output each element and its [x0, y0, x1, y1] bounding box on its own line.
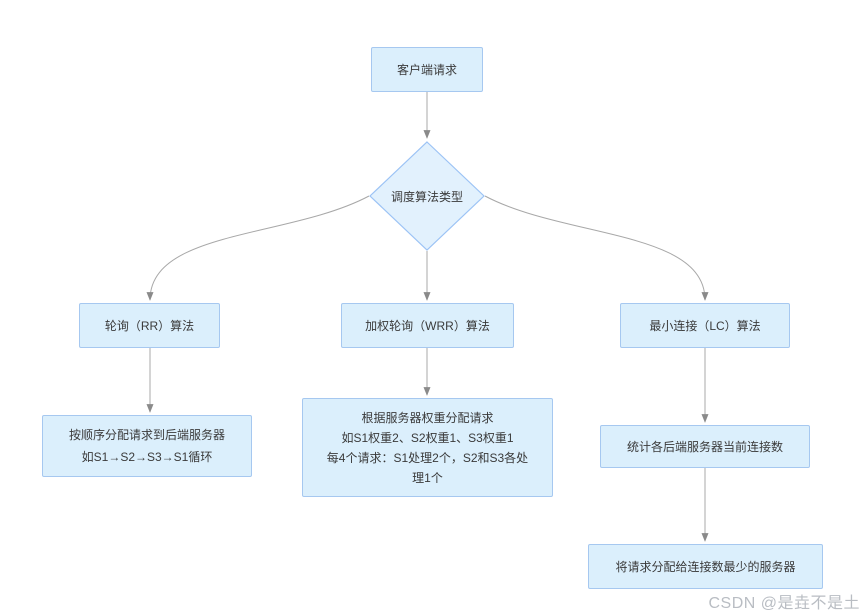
node-text-line: 如S1权重2、S2权重1、S3权重1: [341, 430, 514, 445]
node-label: 加权轮询（WRR）算法: [365, 318, 490, 333]
node-rr-detail: 按顺序分配请求到后端服务器 如S1→S2→S3→S1循环: [42, 415, 252, 477]
diamond-shape-icon: [369, 141, 485, 251]
node-label: 将请求分配给连接数最少的服务器: [615, 559, 796, 574]
node-lc-algorithm: 最小连接（LC）算法: [620, 303, 790, 348]
node-text-line: 理1个: [412, 470, 443, 485]
node-wrr-detail: 根据服务器权重分配请求 如S1权重2、S2权重1、S3权重1 每4个请求：S1处…: [302, 398, 553, 497]
connector-decision-to-lc: [484, 195, 709, 301]
node-client-request: 客户端请求: [371, 47, 483, 92]
connector-decision-to-rr: [146, 195, 370, 301]
node-decision: 调度算法类型: [369, 141, 485, 251]
node-label: 客户端请求: [396, 62, 457, 77]
node-lc-detail-1: 统计各后端服务器当前连接数: [600, 425, 810, 468]
node-text-line: 按顺序分配请求到后端服务器: [68, 428, 225, 442]
watermark: CSDN @是垚不是土: [708, 595, 860, 612]
node-wrr-algorithm: 加权轮询（WRR）算法: [341, 303, 514, 348]
node-label: 调度算法类型: [390, 189, 463, 204]
node-lc-detail-2: 将请求分配给连接数最少的服务器: [588, 544, 823, 589]
node-text-line: 每4个请求：S1处理2个，S2和S3各处: [326, 450, 529, 465]
node-text-line: 根据服务器权重分配请求: [361, 410, 494, 425]
node-label: 轮询（RR）算法: [104, 318, 195, 333]
node-label: 统计各后端服务器当前连接数: [626, 439, 783, 454]
node-label: 最小连接（LC）算法: [649, 318, 761, 333]
node-rr-algorithm: 轮询（RR）算法: [79, 303, 220, 348]
node-text-line: 如S1→S2→S3→S1循环: [81, 450, 213, 464]
